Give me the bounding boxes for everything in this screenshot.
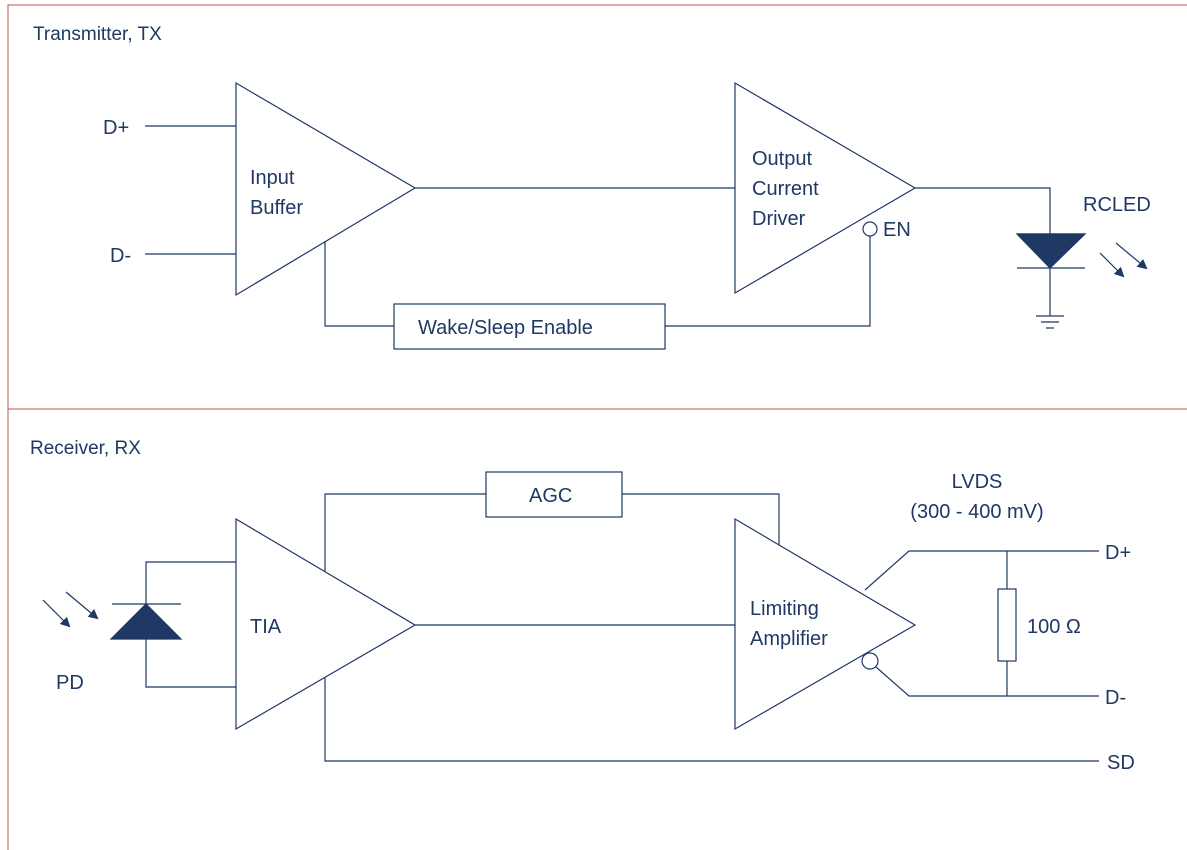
ground-icon — [1036, 315, 1064, 329]
lvds-label-1: LVDS — [952, 471, 1003, 493]
rcled-label: RCLED — [1083, 194, 1151, 216]
tx-input-dm-label: D- — [110, 245, 131, 267]
driver-label-3: Driver — [752, 208, 806, 230]
rcled-led-icon — [1015, 233, 1087, 316]
wake-sleep-label: Wake/Sleep Enable — [418, 317, 593, 339]
output-current-driver — [734, 81, 917, 295]
limiting-amp-label-2: Amplifier — [750, 628, 828, 650]
tx-title: Transmitter, TX — [33, 24, 162, 45]
rx-panel — [7, 408, 1187, 850]
resistor-label: 100 Ω — [1027, 616, 1081, 638]
emission-arrows-icon — [1099, 242, 1148, 278]
driver-label-2: Current — [752, 178, 819, 200]
sd-label: SD — [1107, 752, 1135, 774]
tx-input-dp-label: D+ — [103, 117, 129, 139]
enable-bubble — [862, 221, 878, 237]
agc-block — [485, 471, 623, 518]
input-buffer-label-2: Buffer — [250, 197, 303, 219]
enable-label: EN — [883, 219, 911, 241]
incident-light-arrows-icon — [42, 591, 99, 628]
out-dm-label: D- — [1105, 687, 1126, 709]
out-dp-label: D+ — [1105, 542, 1131, 564]
lvds-label-2: (300 - 400 mV) — [910, 501, 1043, 523]
resistor-icon — [997, 588, 1017, 662]
agc-left-wire — [324, 493, 486, 572]
limiting-amplifier — [734, 517, 917, 731]
sd-wire — [324, 678, 1099, 762]
wake-sleep-enable-block — [393, 303, 666, 350]
wake-sleep-left-wire — [324, 241, 394, 327]
limiting-amp-label-1: Limiting — [750, 598, 819, 620]
wake-sleep-right-wire — [665, 236, 871, 327]
agc-right-wire — [622, 493, 780, 548]
inverting-output-bubble — [861, 652, 879, 670]
input-buffer-label-1: Input — [250, 167, 295, 189]
rx-title: Receiver, RX — [30, 438, 141, 459]
tia-label: TIA — [250, 616, 282, 638]
lvds-dm-wire — [875, 666, 1099, 697]
driver-label-1: Output — [752, 148, 812, 170]
photodiode-icon — [109, 561, 236, 688]
pd-label: PD — [56, 672, 84, 694]
agc-label: AGC — [529, 485, 572, 507]
driver-to-rcled-wire — [915, 187, 1051, 234]
lvds-dp-wire — [864, 550, 1099, 591]
